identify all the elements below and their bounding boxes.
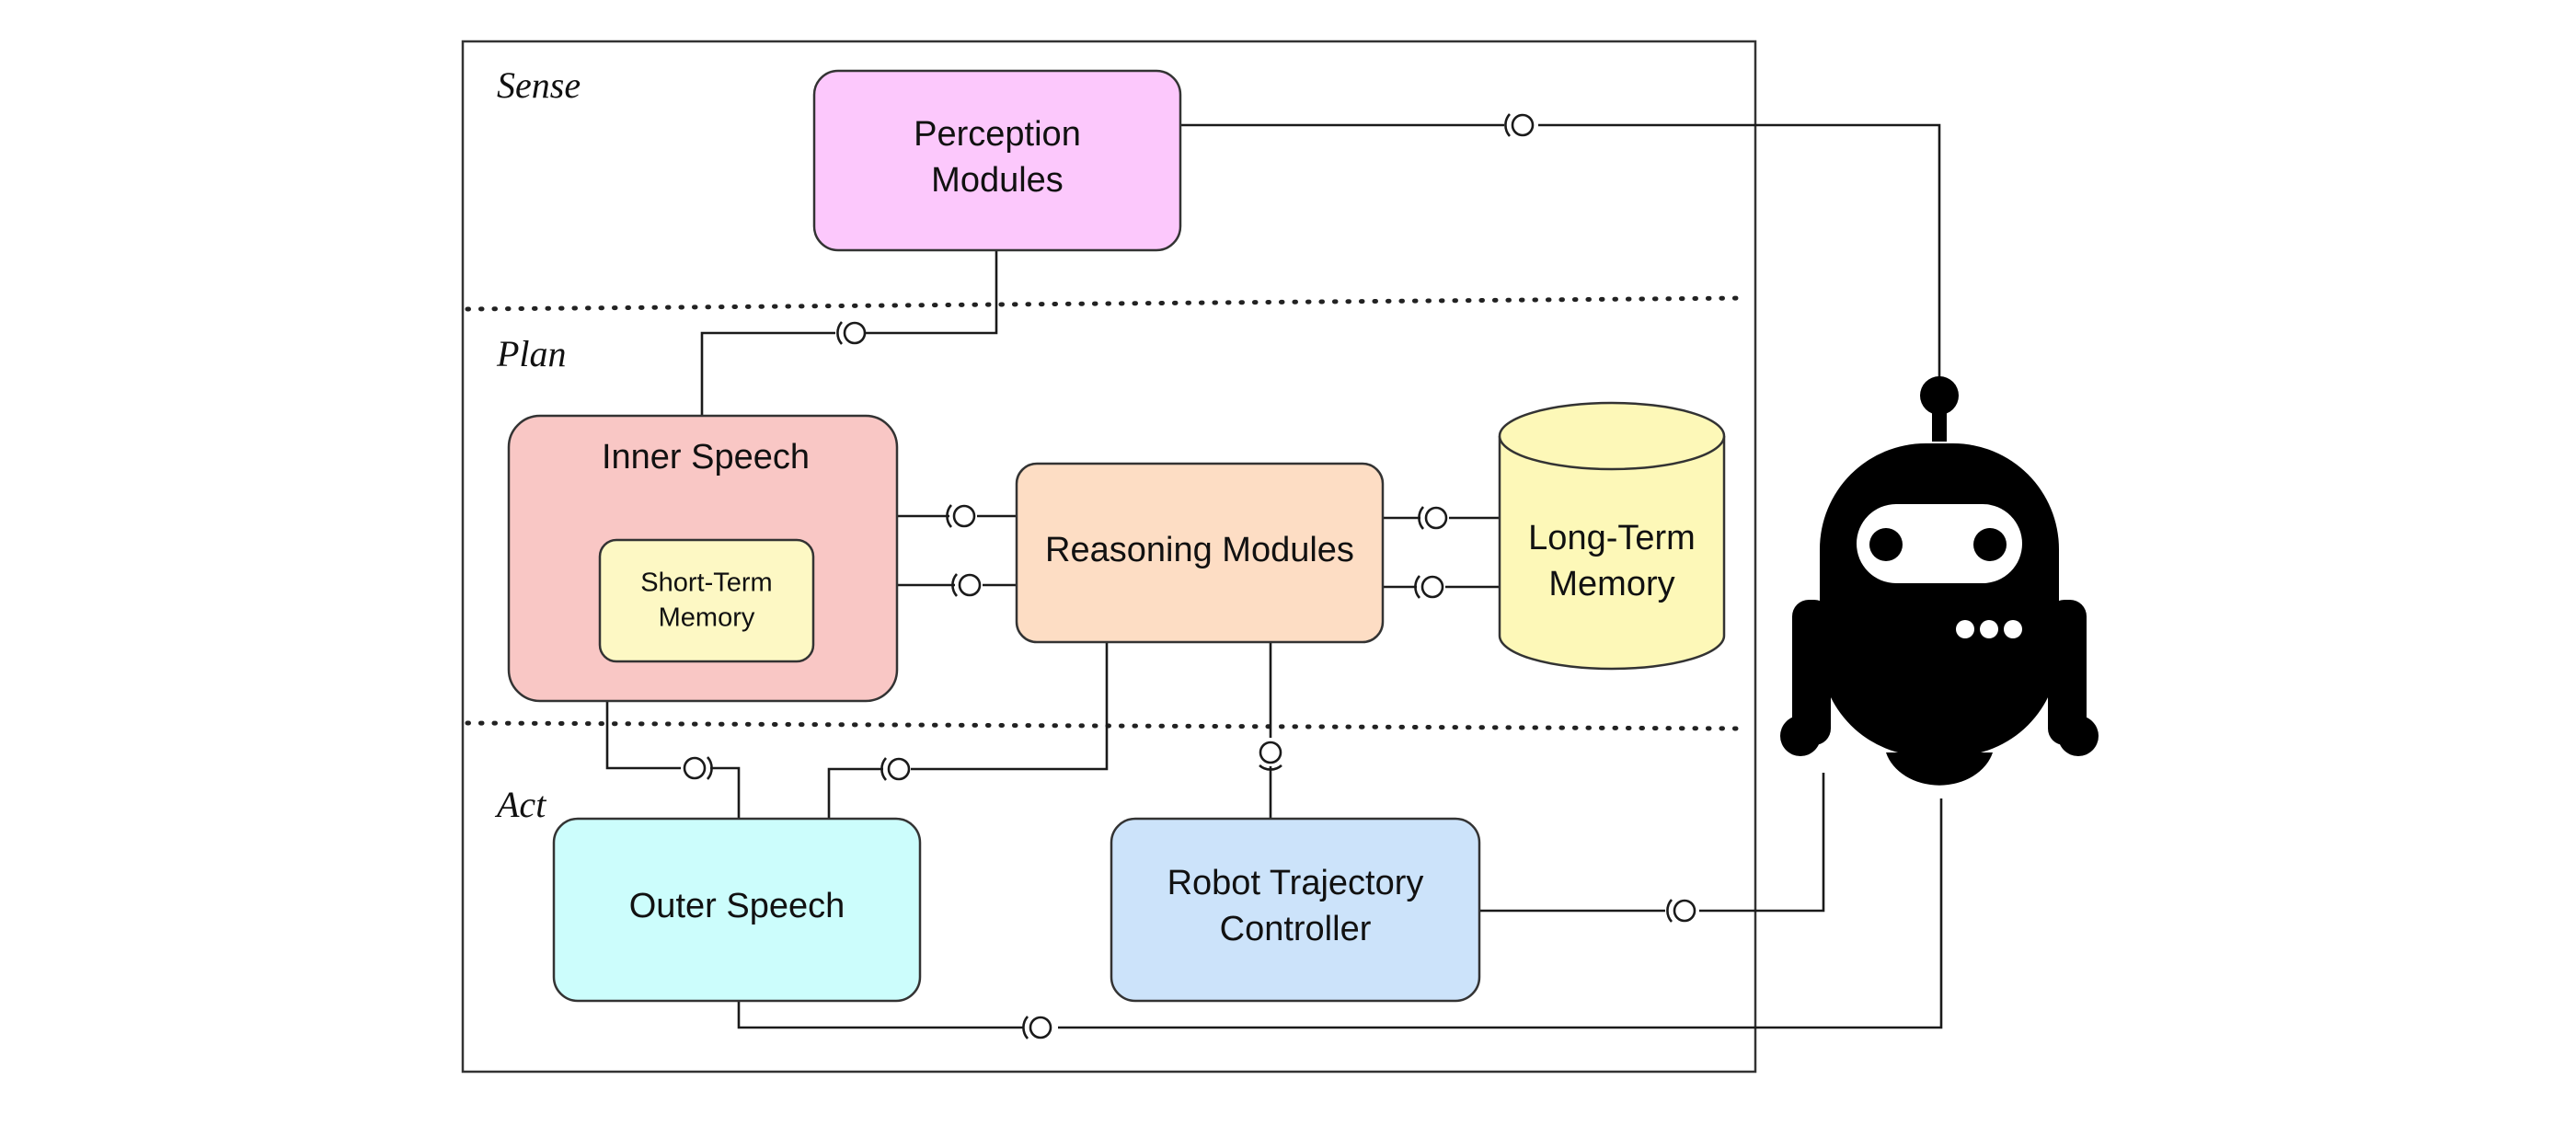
connector-icon (946, 504, 976, 528)
wire-controller-robot-2 (1699, 773, 1825, 913)
outer-speech-label: Outer Speech (629, 887, 845, 925)
robot-face-plate (1857, 504, 2022, 583)
connector-icon (1414, 575, 1444, 599)
ltm-label-line1: Long-Term (1528, 519, 1696, 557)
wire-outer-robot (737, 1001, 1023, 1029)
reasoning-label: Reasoning Modules (1045, 531, 1354, 569)
plan-act-divider (465, 720, 1746, 731)
controller-label-line2: Controller (1220, 910, 1372, 948)
section-label-sense: Sense (497, 64, 581, 106)
connector-icon (1022, 1016, 1052, 1039)
connections (605, 123, 1943, 1029)
connector-icon (1504, 113, 1535, 137)
robot-trajectory-controller-box: Robot Trajectory Controller (1110, 817, 1481, 1003)
reasoning-modules-box: Reasoning Modules (1015, 462, 1385, 644)
connector-icon (836, 321, 867, 345)
stm-label-line2: Memory (659, 603, 755, 633)
section-label-plan: Plan (496, 333, 567, 374)
connector-icon (1259, 741, 1282, 771)
controller-label-line1: Robot Trajectory (1167, 864, 1424, 902)
perception-modules-box: Perception Modules (812, 69, 1182, 252)
stm-label-line1: Short-Term (640, 568, 772, 598)
short-term-memory-box: Short-Term Memory (598, 538, 815, 663)
robot-icon (1780, 376, 2099, 786)
perception-label-line2: Modules (931, 161, 1064, 200)
connector-icon (1666, 899, 1696, 923)
section-label-act: Act (494, 784, 546, 825)
wire-reasoning-outer-2 (827, 767, 883, 819)
connector-icon (683, 756, 713, 780)
interfaces (683, 113, 1696, 1039)
ltm-label-line2: Memory (1548, 565, 1674, 603)
outer-speech-box: Outer Speech (552, 817, 922, 1003)
connector-icon (951, 573, 982, 597)
connector-icon (880, 757, 911, 781)
wire-perception-inner (863, 250, 998, 335)
wire-inner-outer-2 (710, 766, 741, 819)
wire-inner-outer (605, 701, 681, 770)
wire-outer-robot-2 (1058, 798, 1943, 1029)
long-term-memory-cylinder: Long-Term Memory (1498, 401, 1726, 671)
robot-eye-left (1869, 528, 1903, 561)
wire-reasoning-outer (911, 642, 1109, 771)
robot-eye-right (1973, 528, 2007, 561)
sense-plan-divider (465, 295, 1746, 312)
connector-icon (1418, 506, 1448, 530)
wire-perception-robot-2 (1538, 123, 1941, 385)
wire-perception-inner-2 (700, 331, 835, 416)
perception-label-line1: Perception (914, 115, 1081, 154)
inner-speech-label: Inner Speech (602, 438, 810, 477)
